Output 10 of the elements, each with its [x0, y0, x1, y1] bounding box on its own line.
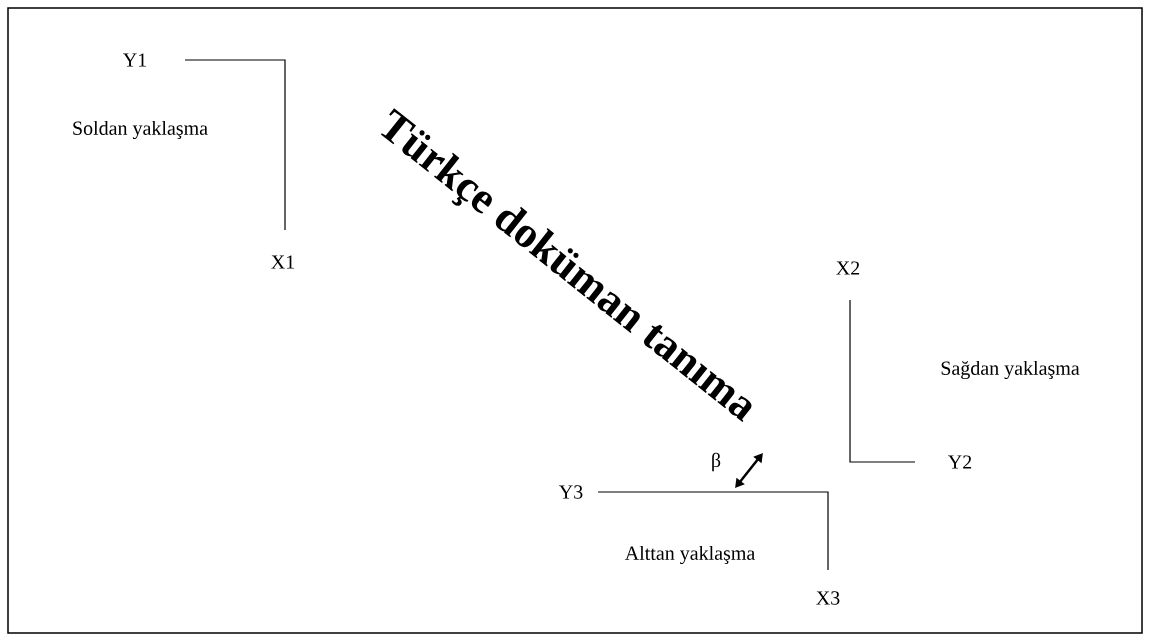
angle-symbol: β — [712, 452, 721, 472]
side-caption: Sağdan yaklaşma — [941, 360, 1080, 380]
axis-label: X2 — [836, 261, 860, 275]
axis-label: X1 — [271, 255, 294, 269]
axis-label: Y2 — [948, 455, 972, 469]
axis-label: X3 — [816, 591, 840, 605]
axis-label: Y3 — [559, 485, 583, 499]
side-caption: Soldan yaklaşma — [73, 120, 208, 140]
side-caption: Alttan yaklaşma — [624, 545, 755, 565]
axis-label: Y1 — [123, 53, 146, 67]
